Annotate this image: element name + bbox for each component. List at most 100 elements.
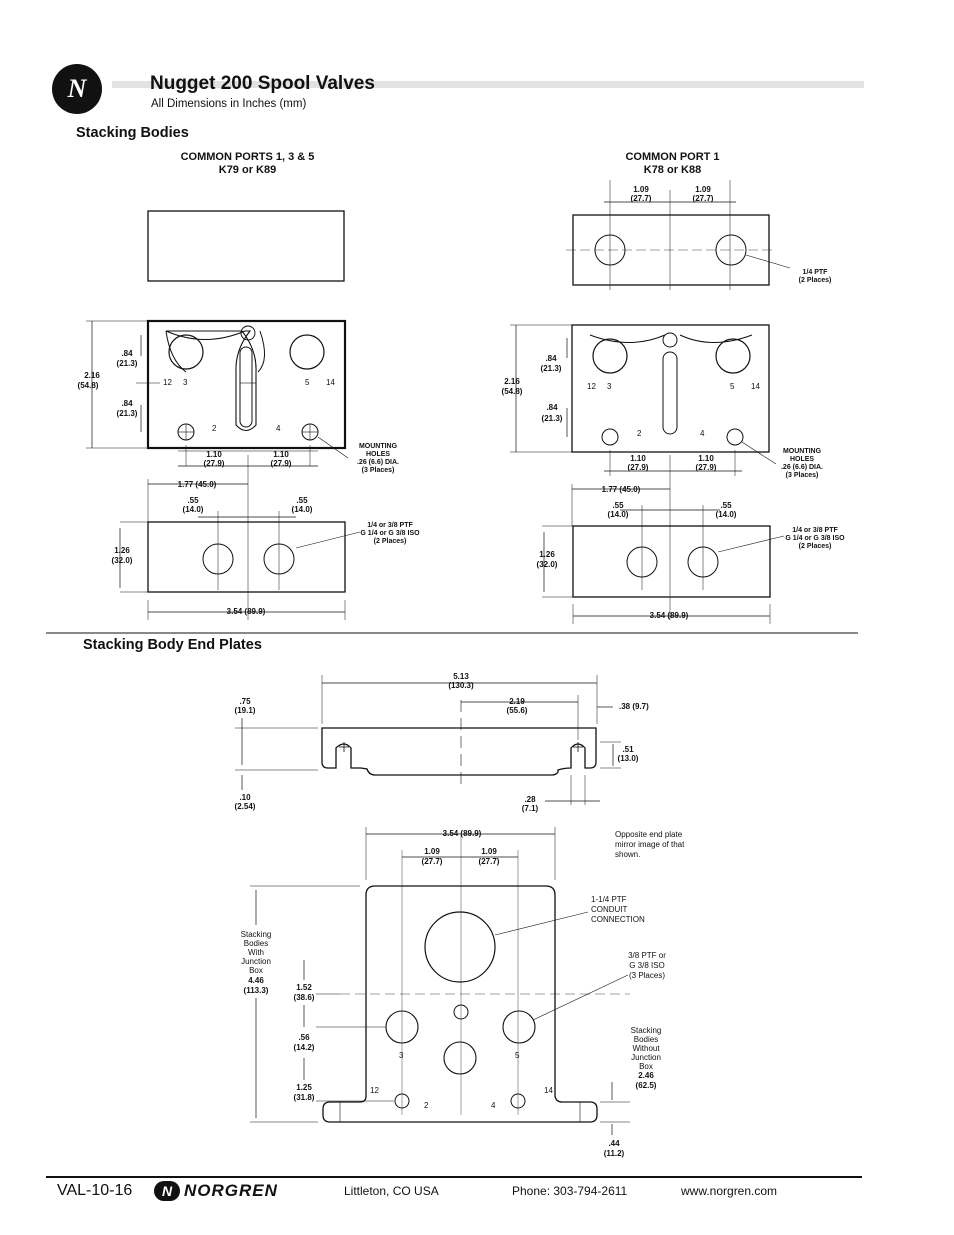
with-box-2: Bodies xyxy=(244,939,268,948)
with-box-3: With xyxy=(248,948,264,957)
right-qptf-2: (2 Places) xyxy=(799,277,832,284)
right-dim-110a: 1.10 xyxy=(630,454,646,463)
left-port-3: 3 xyxy=(183,378,188,387)
left-dim-110b: 1.10 xyxy=(273,450,289,459)
left-dim-84a-mm: (21.3) xyxy=(117,359,138,368)
right-dim-55a-mm: (14.0) xyxy=(608,510,629,519)
front-port-4: 4 xyxy=(491,1101,496,1110)
left-dim-110a: 1.10 xyxy=(206,450,222,459)
right-dim-216: 2.16 xyxy=(504,377,520,386)
left-dim-177: 1.77 (45.0) xyxy=(178,480,217,489)
right-port-4: 4 xyxy=(700,429,705,438)
left-body-caption: COMMON PORTS 1, 3 & 5 K79 or K89 xyxy=(150,151,345,177)
left-dim-216: 2.16 xyxy=(84,371,100,380)
opposite-note-2: mirror image of that xyxy=(615,840,685,849)
conduit-2: CONDUIT xyxy=(591,905,628,914)
left-port-5: 5 xyxy=(305,378,310,387)
front-dim-109b-mm: (27.7) xyxy=(479,857,500,866)
iso-3: (3 Places) xyxy=(629,971,665,980)
right-port-5: 5 xyxy=(730,382,735,391)
left-top-view xyxy=(147,210,345,282)
left-dim-55b: .55 xyxy=(296,496,308,505)
right-dim-126: 1.26 xyxy=(539,550,555,559)
without-box-1: Stacking xyxy=(631,1026,662,1035)
right-mount-4: (3 Places) xyxy=(786,472,819,479)
right-dim-110b-mm: (27.9) xyxy=(696,463,717,472)
right-dim-84b-mm: (21.3) xyxy=(542,414,563,423)
right-ptf-3: (2 Places) xyxy=(799,543,832,550)
left-port-2: 2 xyxy=(212,424,217,433)
footer-city: Littleton, CO USA xyxy=(344,1184,439,1198)
left-dim-55a: .55 xyxy=(187,496,199,505)
dim-125: 1.25 xyxy=(296,1083,312,1092)
left-dim-354: 3.54 (89.9) xyxy=(227,607,266,616)
right-dim-216-mm: (54.8) xyxy=(502,387,523,396)
right-ptf-1: 1/4 or 3/8 PTF xyxy=(792,527,838,534)
left-body-caption-line1: COMMON PORTS 1, 3 & 5 xyxy=(180,151,315,163)
dim-513: 5.13 xyxy=(453,672,469,681)
dim-44-mm: (11.2) xyxy=(604,1149,625,1158)
footer-rule xyxy=(46,1176,862,1178)
front-dim-109a-mm: (27.7) xyxy=(422,857,443,866)
norgren-mark-icon: N xyxy=(154,1181,180,1201)
end-plate-front-drawing xyxy=(250,827,630,1135)
left-port-12: 12 xyxy=(163,378,172,387)
dim-28: .28 xyxy=(524,795,536,804)
dim-51: .51 xyxy=(622,745,634,754)
right-dim-109b-mm: (27.7) xyxy=(693,194,714,203)
left-dim-84a: .84 xyxy=(121,349,133,358)
header-rule xyxy=(112,81,864,88)
front-port-14: 14 xyxy=(544,1086,553,1095)
right-port-2: 2 xyxy=(637,429,642,438)
section-end-plates: Stacking Body End Plates xyxy=(83,637,262,653)
conduit-1: 1-1/4 PTF xyxy=(591,895,627,904)
right-mount-2: HOLES xyxy=(790,456,814,463)
right-dim-110b: 1.10 xyxy=(698,454,714,463)
dim-246-mm: (62.5) xyxy=(636,1081,657,1090)
front-port-3: 3 xyxy=(399,1051,404,1060)
right-port-14: 14 xyxy=(751,382,760,391)
with-box-5: Box xyxy=(249,966,263,975)
opposite-note-1: Opposite end plate xyxy=(615,830,683,839)
without-box-5: Box xyxy=(639,1062,653,1071)
dim-446-mm: (113.3) xyxy=(244,986,269,995)
left-body-drawing xyxy=(86,210,361,620)
iso-2: G 3/8 ISO xyxy=(629,961,665,970)
dim-513-mm: (130.3) xyxy=(448,681,474,690)
right-qptf-1: 1/4 PTF xyxy=(803,269,829,276)
left-dim-55b-mm: (14.0) xyxy=(292,505,313,514)
footer-web-link[interactable]: www.norgren.com xyxy=(681,1184,778,1198)
end-plate-side-labels: 5.13 (130.3) 2.19 (55.6) .38 (9.7) .75 (… xyxy=(235,672,650,813)
right-dim-354: 3.54 (89.9) xyxy=(650,611,689,620)
front-port-12: 12 xyxy=(370,1086,379,1095)
without-box-4: Junction xyxy=(631,1053,661,1062)
right-dim-109b: 1.09 xyxy=(695,185,711,194)
right-dim-110a-mm: (27.9) xyxy=(628,463,649,472)
dim-38: .38 (9.7) xyxy=(619,702,649,711)
dim-152-mm: (38.6) xyxy=(294,993,315,1002)
dim-246: 2.46 xyxy=(638,1071,654,1080)
right-mount-3: .26 (6.6) DIA. xyxy=(781,464,823,471)
dim-56-mm: (14.2) xyxy=(294,1043,315,1052)
norgren-brand: N NORGREN xyxy=(154,1180,278,1202)
left-ptf-2: G 1/4 or G 3/8 ISO xyxy=(360,530,420,537)
left-port-4: 4 xyxy=(276,424,281,433)
dim-152: 1.52 xyxy=(296,983,312,992)
right-port-12: 12 xyxy=(587,382,596,391)
iso-1: 3/8 PTF or xyxy=(628,951,666,960)
right-side-view xyxy=(572,525,771,598)
left-mount-2: HOLES xyxy=(366,451,390,458)
section-stacking-bodies: Stacking Bodies xyxy=(76,125,189,141)
left-ptf-3: (2 Places) xyxy=(374,538,407,545)
front-dim-109b: 1.09 xyxy=(481,847,497,856)
left-dim-126-mm: (32.0) xyxy=(112,556,133,565)
footer-phone: Phone: 303-794-2611 xyxy=(512,1184,628,1198)
page-title: Nugget 200 Spool Valves xyxy=(150,73,375,94)
with-box-4: Junction xyxy=(241,957,271,966)
right-body-caption: COMMON PORT 1 K78 or K88 xyxy=(575,151,770,177)
left-body-caption-line2: K79 or K89 xyxy=(218,164,277,176)
right-dim-55a: .55 xyxy=(612,501,624,510)
without-box-2: Bodies xyxy=(634,1035,658,1044)
right-plan-view xyxy=(571,324,770,453)
left-dim-84b-mm: (21.3) xyxy=(117,409,138,418)
